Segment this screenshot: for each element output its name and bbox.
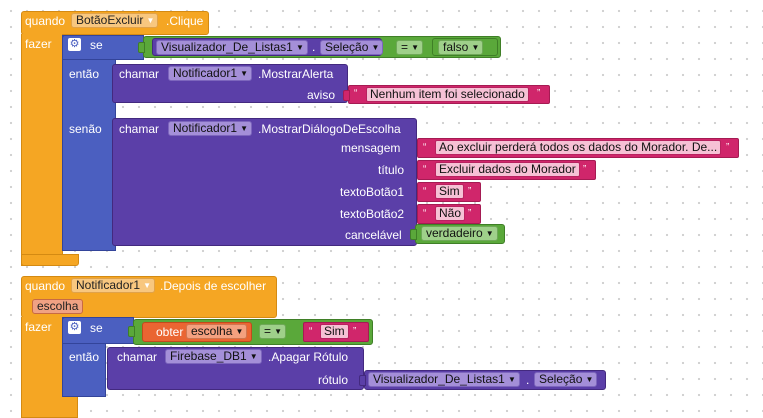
- operator-dropdown[interactable]: =▼: [259, 324, 287, 339]
- yes-text-value[interactable]: Sim: [320, 324, 349, 339]
- param-cancelavel-label: cancelável: [345, 228, 402, 242]
- open-quote: “: [423, 142, 427, 153]
- close-quote: ”: [353, 326, 357, 337]
- param-botao1-label: textoBotão1: [340, 185, 405, 199]
- operator-dropdown[interactable]: =▼: [396, 40, 424, 55]
- list-viewer-dropdown[interactable]: Visualizador_De_Listas1▼: [156, 40, 308, 55]
- button2-text-value[interactable]: Não: [435, 206, 466, 221]
- close-quote: ”: [537, 88, 541, 99]
- open-quote: “: [423, 164, 427, 175]
- gear-icon[interactable]: ⚙: [68, 321, 81, 334]
- title-text-value[interactable]: Excluir dados do Morador: [435, 162, 580, 177]
- firebase-dropdown[interactable]: Firebase_DB1▼: [165, 349, 262, 364]
- dot-separator: .: [312, 40, 316, 54]
- param-aviso-label: aviso: [307, 88, 336, 102]
- puzzle-tab: [138, 42, 145, 53]
- puzzle-tab: [359, 375, 366, 386]
- method-label: .MostrarAlerta: [258, 67, 334, 81]
- open-quote: “: [354, 88, 358, 99]
- event-footer: [21, 254, 79, 266]
- boolean-dropdown[interactable]: verdadeiro▼: [421, 226, 498, 241]
- notifier-dropdown[interactable]: Notificador1▼: [168, 121, 253, 136]
- component-dropdown[interactable]: Notificador1▼: [71, 278, 156, 293]
- open-quote: “: [423, 208, 427, 219]
- event-left-rail: [21, 34, 63, 266]
- property-dropdown[interactable]: Seleção▼: [534, 372, 598, 387]
- param-mensagem-label: mensagem: [341, 141, 401, 155]
- call-label: chamar: [119, 122, 160, 136]
- notifier-dropdown[interactable]: Notificador1▼: [168, 66, 253, 81]
- method-label: .Apagar Rótulo: [268, 350, 349, 364]
- puzzle-tab: [410, 229, 417, 240]
- gear-icon[interactable]: ⚙: [68, 38, 81, 51]
- then-label: então: [69, 67, 100, 81]
- if-label: se: [90, 38, 103, 52]
- alert-text-value[interactable]: Nenhum item foi selecionado: [366, 87, 529, 102]
- boolean-dropdown[interactable]: falso▼: [438, 40, 484, 55]
- param-titulo-label: título: [378, 163, 405, 177]
- if-label: se: [90, 321, 103, 335]
- call-label: chamar: [119, 67, 160, 81]
- close-quote: ”: [583, 164, 587, 175]
- puzzle-tab: [128, 326, 135, 337]
- event-name-label: .Depois de escolher: [160, 279, 267, 293]
- component-dropdown[interactable]: BotãoExcluir▼: [71, 13, 159, 28]
- open-quote: “: [423, 186, 427, 197]
- param-rotulo-label: rótulo: [318, 373, 349, 387]
- dot-separator: .: [526, 373, 530, 387]
- event-param-escolha[interactable]: escolha: [32, 299, 84, 314]
- list-viewer-dropdown[interactable]: Visualizador_De_Listas1▼: [368, 372, 520, 387]
- close-quote: ”: [468, 186, 472, 197]
- do-label: fazer: [25, 320, 52, 334]
- event-name-label: .Clique: [166, 14, 204, 28]
- variable-dropdown[interactable]: escolha▼: [186, 324, 248, 339]
- when-label: quando: [25, 14, 66, 28]
- close-quote: ”: [726, 142, 730, 153]
- property-dropdown[interactable]: Seleção▼: [320, 40, 384, 55]
- call-show-choice-dialog-block[interactable]: [112, 118, 417, 246]
- button1-text-value[interactable]: Sim: [435, 184, 464, 199]
- get-label: obter: [156, 325, 184, 339]
- event-footer: [62, 396, 78, 418]
- call-label: chamar: [117, 350, 158, 364]
- when-label: quando: [25, 279, 66, 293]
- else-label: senão: [69, 122, 102, 136]
- do-label: fazer: [25, 37, 52, 51]
- method-label: .MostrarDiálogoDeEscolha: [258, 122, 401, 136]
- close-quote: ”: [468, 208, 472, 219]
- open-quote: “: [309, 326, 313, 337]
- then-label: então: [69, 350, 100, 364]
- param-botao2-label: textoBotão2: [340, 207, 405, 221]
- message-text-value[interactable]: Ao excluir perderá todos os dados do Mor…: [435, 140, 722, 155]
- puzzle-tab: [343, 90, 350, 101]
